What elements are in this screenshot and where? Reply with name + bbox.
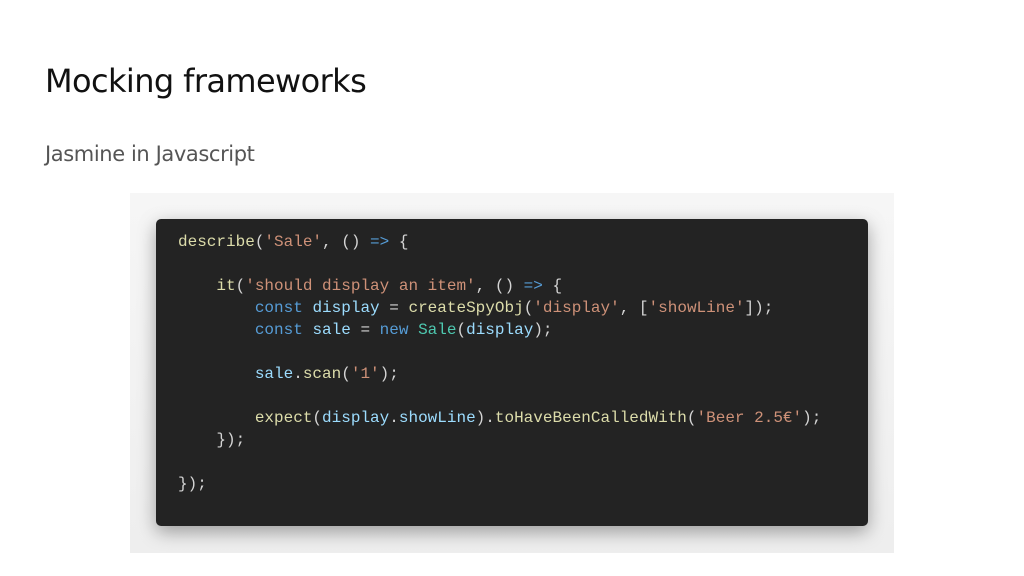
code-token: new	[379, 321, 409, 339]
code-token: describe	[178, 233, 255, 251]
code-line	[178, 385, 868, 407]
code-token: {	[542, 277, 563, 295]
code-line: });	[178, 429, 868, 451]
code-token: 'Sale'	[264, 233, 323, 251]
code-line: });	[178, 473, 868, 495]
code-token: (	[523, 299, 534, 317]
code-token: 'Beer 2.5€'	[696, 409, 803, 427]
code-line	[178, 341, 868, 363]
code-token: ).	[475, 409, 495, 427]
code-block: describe('Sale', () => { it('should disp…	[156, 219, 868, 526]
code-token	[178, 365, 255, 383]
code-token: (	[686, 409, 697, 427]
code-line	[178, 253, 868, 275]
code-listing: describe('Sale', () => { it('should disp…	[178, 231, 868, 495]
code-token: 'should display an item'	[245, 277, 476, 295]
code-token: );	[533, 321, 553, 339]
code-token: 'showLine'	[648, 299, 745, 317]
code-token: '1'	[350, 365, 380, 383]
code-screenshot-frame: describe('Sale', () => { it('should disp…	[130, 193, 894, 553]
code-line: expect(display.showLine).toHaveBeenCalle…	[178, 407, 868, 429]
code-token	[303, 299, 313, 317]
code-line: const sale = new Sale(display);	[178, 319, 868, 341]
code-token: );	[802, 409, 822, 427]
code-token: });	[178, 431, 246, 449]
code-token: display	[312, 299, 380, 317]
code-token: ]);	[744, 299, 774, 317]
code-token: 'display'	[533, 299, 620, 317]
code-token: .	[293, 365, 303, 383]
code-token	[178, 409, 255, 427]
code-token: (	[254, 233, 265, 251]
code-token: scan	[302, 365, 342, 383]
code-token: , ()	[322, 233, 371, 251]
code-token	[178, 277, 216, 295]
code-token	[303, 321, 313, 339]
code-token: sale	[312, 321, 351, 339]
code-token	[408, 321, 418, 339]
code-token: =>	[370, 233, 390, 251]
code-line: it('should display an item', () => {	[178, 275, 868, 297]
code-line: sale.scan('1');	[178, 363, 868, 385]
code-token: const	[254, 299, 303, 317]
code-token: });	[178, 475, 207, 493]
slide-subtitle: Jasmine in Javascript	[45, 142, 255, 166]
code-token: display	[322, 409, 390, 427]
code-token: toHaveBeenCalledWith	[494, 409, 687, 427]
code-token: {	[389, 233, 409, 251]
code-token: expect	[254, 409, 313, 427]
code-token	[178, 299, 255, 317]
code-token: (	[456, 321, 467, 339]
code-token: .	[389, 409, 399, 427]
code-token: (	[235, 277, 246, 295]
code-token	[178, 321, 255, 339]
code-token: showLine	[398, 409, 476, 427]
code-token: sale	[254, 365, 294, 383]
code-token: it	[216, 277, 236, 295]
code-line: describe('Sale', () => {	[178, 231, 868, 253]
code-token: (	[341, 365, 351, 383]
code-token: , [	[619, 299, 649, 317]
slide-title: Mocking frameworks	[45, 62, 367, 100]
code-token: Sale	[418, 321, 457, 339]
code-token: =	[379, 299, 409, 317]
code-line: const display = createSpyObj('display', …	[178, 297, 868, 319]
code-token: =	[350, 321, 380, 339]
code-token: );	[379, 365, 399, 383]
code-token: const	[254, 321, 303, 339]
code-token: =>	[523, 277, 543, 295]
code-token: , ()	[475, 277, 524, 295]
code-token: (	[312, 409, 323, 427]
code-line	[178, 451, 868, 473]
code-token: display	[466, 321, 534, 339]
code-token: createSpyObj	[408, 299, 524, 317]
